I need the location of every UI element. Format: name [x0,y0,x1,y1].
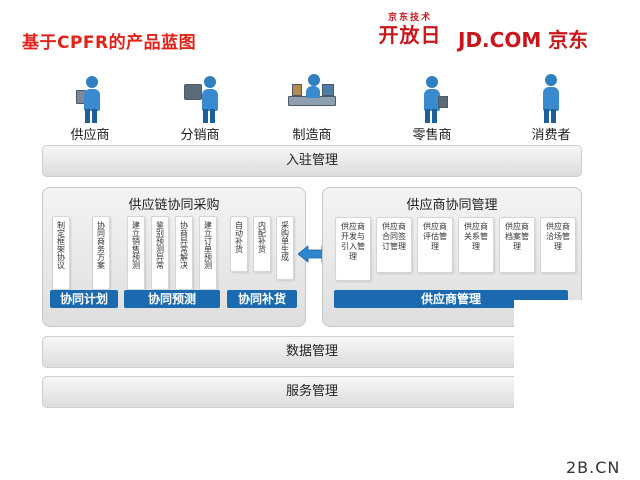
watermark-mask [514,300,624,440]
supplier-person-icon [62,72,118,124]
card-supplier-onboarding[interactable]: 供应商开发与引入管理 [335,217,371,281]
card-supplier-relationship[interactable]: 供应商关系管理 [458,217,494,273]
card-collab-forecast-1[interactable]: 建立销售预测 [127,216,145,290]
data-management-bar[interactable]: 数据管理 [42,336,582,368]
card-collab-replenish-2[interactable]: 内配补货 [253,216,271,272]
page-title: 基于CPFR的产品蓝图 [22,33,197,53]
card-collab-forecast-3[interactable]: 协商异常解决 [175,216,193,290]
panel-title: 供应链协同采购 [128,198,220,213]
retailer-person-icon [404,72,460,124]
actor-label: 零售商 [412,128,452,143]
panel-title: 供应商协同管理 [406,198,498,213]
card-supplier-contract[interactable]: 供应商合同签订管理 [376,217,412,273]
actor-label: 消费者 [531,128,571,143]
card-collab-forecast-4[interactable]: 建立订单预测 [199,216,217,290]
actor-manufacturer: 制造商 [270,72,354,143]
card-supplier-market[interactable]: 供应商洽场管理 [540,217,576,273]
tech-day-logo-big: 开放日 [378,23,442,47]
card-collab-plan-2[interactable]: 协同商务方案 [92,216,110,290]
consumer-person-icon [523,72,579,124]
onboarding-bar[interactable]: 入驻管理 [42,145,582,177]
actor-consumer: 消费者 [509,72,593,143]
tech-day-logo-small: 京东技术 [387,13,432,23]
collab-forecast-label: 协同预测 [124,290,220,308]
supplier-management-label: 供应商管理 [334,290,568,308]
actor-label: 制造商 [292,128,332,143]
actor-retailer: 零售商 [390,72,474,143]
distributor-person-icon [172,72,228,124]
service-management-bar[interactable]: 服务管理 [42,376,582,408]
actor-label: 分销商 [180,128,220,143]
jd-logo: JD.COM 京东 [458,28,589,52]
actor-label: 供应商 [70,128,110,143]
card-collab-forecast-2[interactable]: 鉴别预测异常 [151,216,169,290]
card-collab-replenish-1[interactable]: 自动补货 [230,216,248,272]
footer-logo: 2B.CN [566,458,621,477]
card-collab-plan-1[interactable]: 制定框架协议 [52,216,70,290]
card-supplier-evaluation[interactable]: 供应商评估管理 [417,217,453,273]
collab-plan-label: 协同计划 [50,290,118,308]
card-collab-replenish-3[interactable]: 采购单生成 [276,216,294,280]
collab-replenish-label: 协同补货 [227,290,297,308]
tech-day-logo: 京东技术 开放日 [370,13,450,47]
actor-supplier: 供应商 [48,72,132,143]
card-supplier-archive[interactable]: 供应商档案管理 [499,217,535,273]
actor-distributor: 分销商 [158,72,242,143]
manufacturer-person-icon [284,72,340,124]
